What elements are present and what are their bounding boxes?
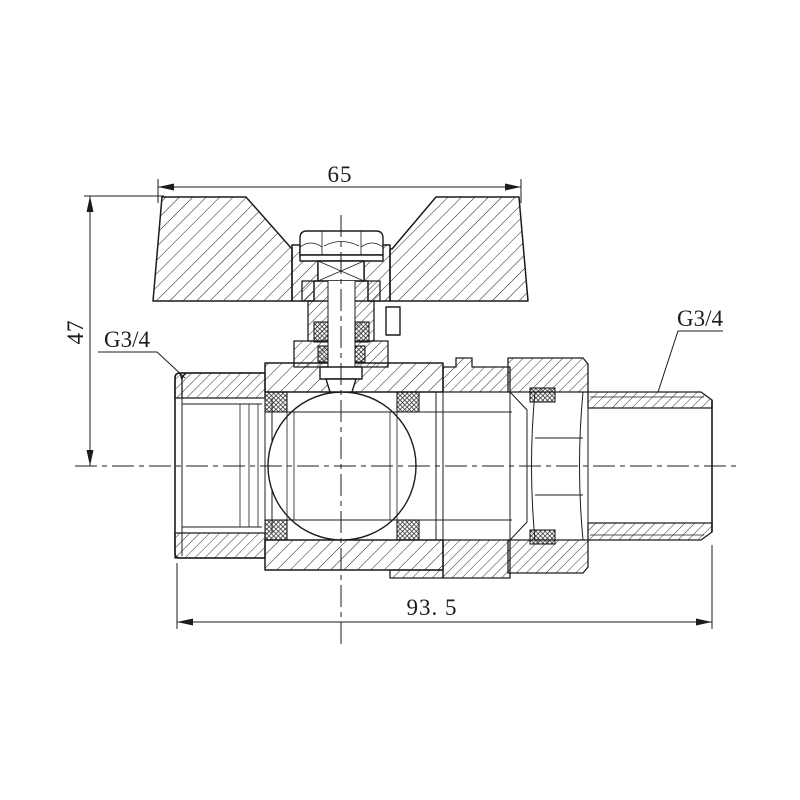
union-gasket-top [529, 387, 556, 403]
dim-935-arrow-right [696, 618, 712, 626]
body-bottom-wall [264, 539, 444, 571]
dim-935-label: 93. 5 [407, 595, 458, 620]
left-port [174, 372, 266, 559]
dim-47-label: 47 [63, 320, 88, 345]
male-thread-bottom [587, 522, 713, 541]
tailpiece-top-wall [442, 357, 511, 393]
union-nut [507, 357, 589, 574]
handle-right-wing [389, 196, 529, 302]
left-port-thread-lines [182, 397, 262, 534]
dim-935-extension-lines [176, 545, 713, 629]
seat-bottom-left [264, 519, 288, 541]
dimension-93-5: 93. 5 [176, 545, 713, 629]
label-left-thread: G3/4 [98, 327, 186, 379]
union-nut-top-wall [507, 357, 589, 393]
packing-left-lower [317, 345, 329, 363]
dim-65-extension-lines [157, 179, 522, 203]
dim-47-arrow-top [86, 196, 94, 212]
body-bottom-step [389, 569, 444, 579]
male-thread-top [587, 391, 713, 409]
packing-right-upper [354, 321, 370, 343]
right-thread-leader [640, 330, 723, 393]
dim-65-arrow-right [505, 183, 521, 191]
seat-top-right [396, 391, 420, 413]
left-thread-label: G3/4 [104, 327, 151, 352]
dim-935-arrow-left [177, 618, 193, 626]
tailpiece [442, 357, 528, 579]
union-nut-bottom-wall [507, 539, 589, 574]
dimension-65: 65 [157, 162, 522, 203]
packing-left-upper [313, 321, 329, 343]
handle-left-wing [152, 196, 293, 302]
male-thread-root-lines [590, 396, 704, 536]
ball-seats [264, 391, 420, 541]
male-adapter [587, 391, 713, 541]
dim-65-arrow-left [158, 183, 174, 191]
seat-top-left [264, 391, 288, 413]
dim-47-arrow-bottom [86, 450, 94, 466]
left-port-top-wall [174, 372, 266, 399]
label-right-thread: G3/4 [640, 306, 724, 393]
seat-bottom-right [396, 519, 420, 541]
union-gasket-bottom [529, 529, 556, 545]
right-thread-label: G3/4 [677, 306, 724, 331]
dim-65-label: 65 [328, 162, 353, 187]
handle-stop-tab [385, 306, 401, 336]
packing-right-lower [354, 345, 366, 363]
left-port-bottom-wall [174, 532, 266, 559]
stem-foot [325, 378, 357, 393]
dimension-47: 47 [63, 195, 164, 466]
bonnet [293, 280, 401, 393]
centerlines [75, 215, 740, 645]
stem-nut-facets [299, 231, 384, 255]
tailpiece-bottom-wall [442, 539, 511, 579]
left-thread-leader [98, 351, 186, 379]
